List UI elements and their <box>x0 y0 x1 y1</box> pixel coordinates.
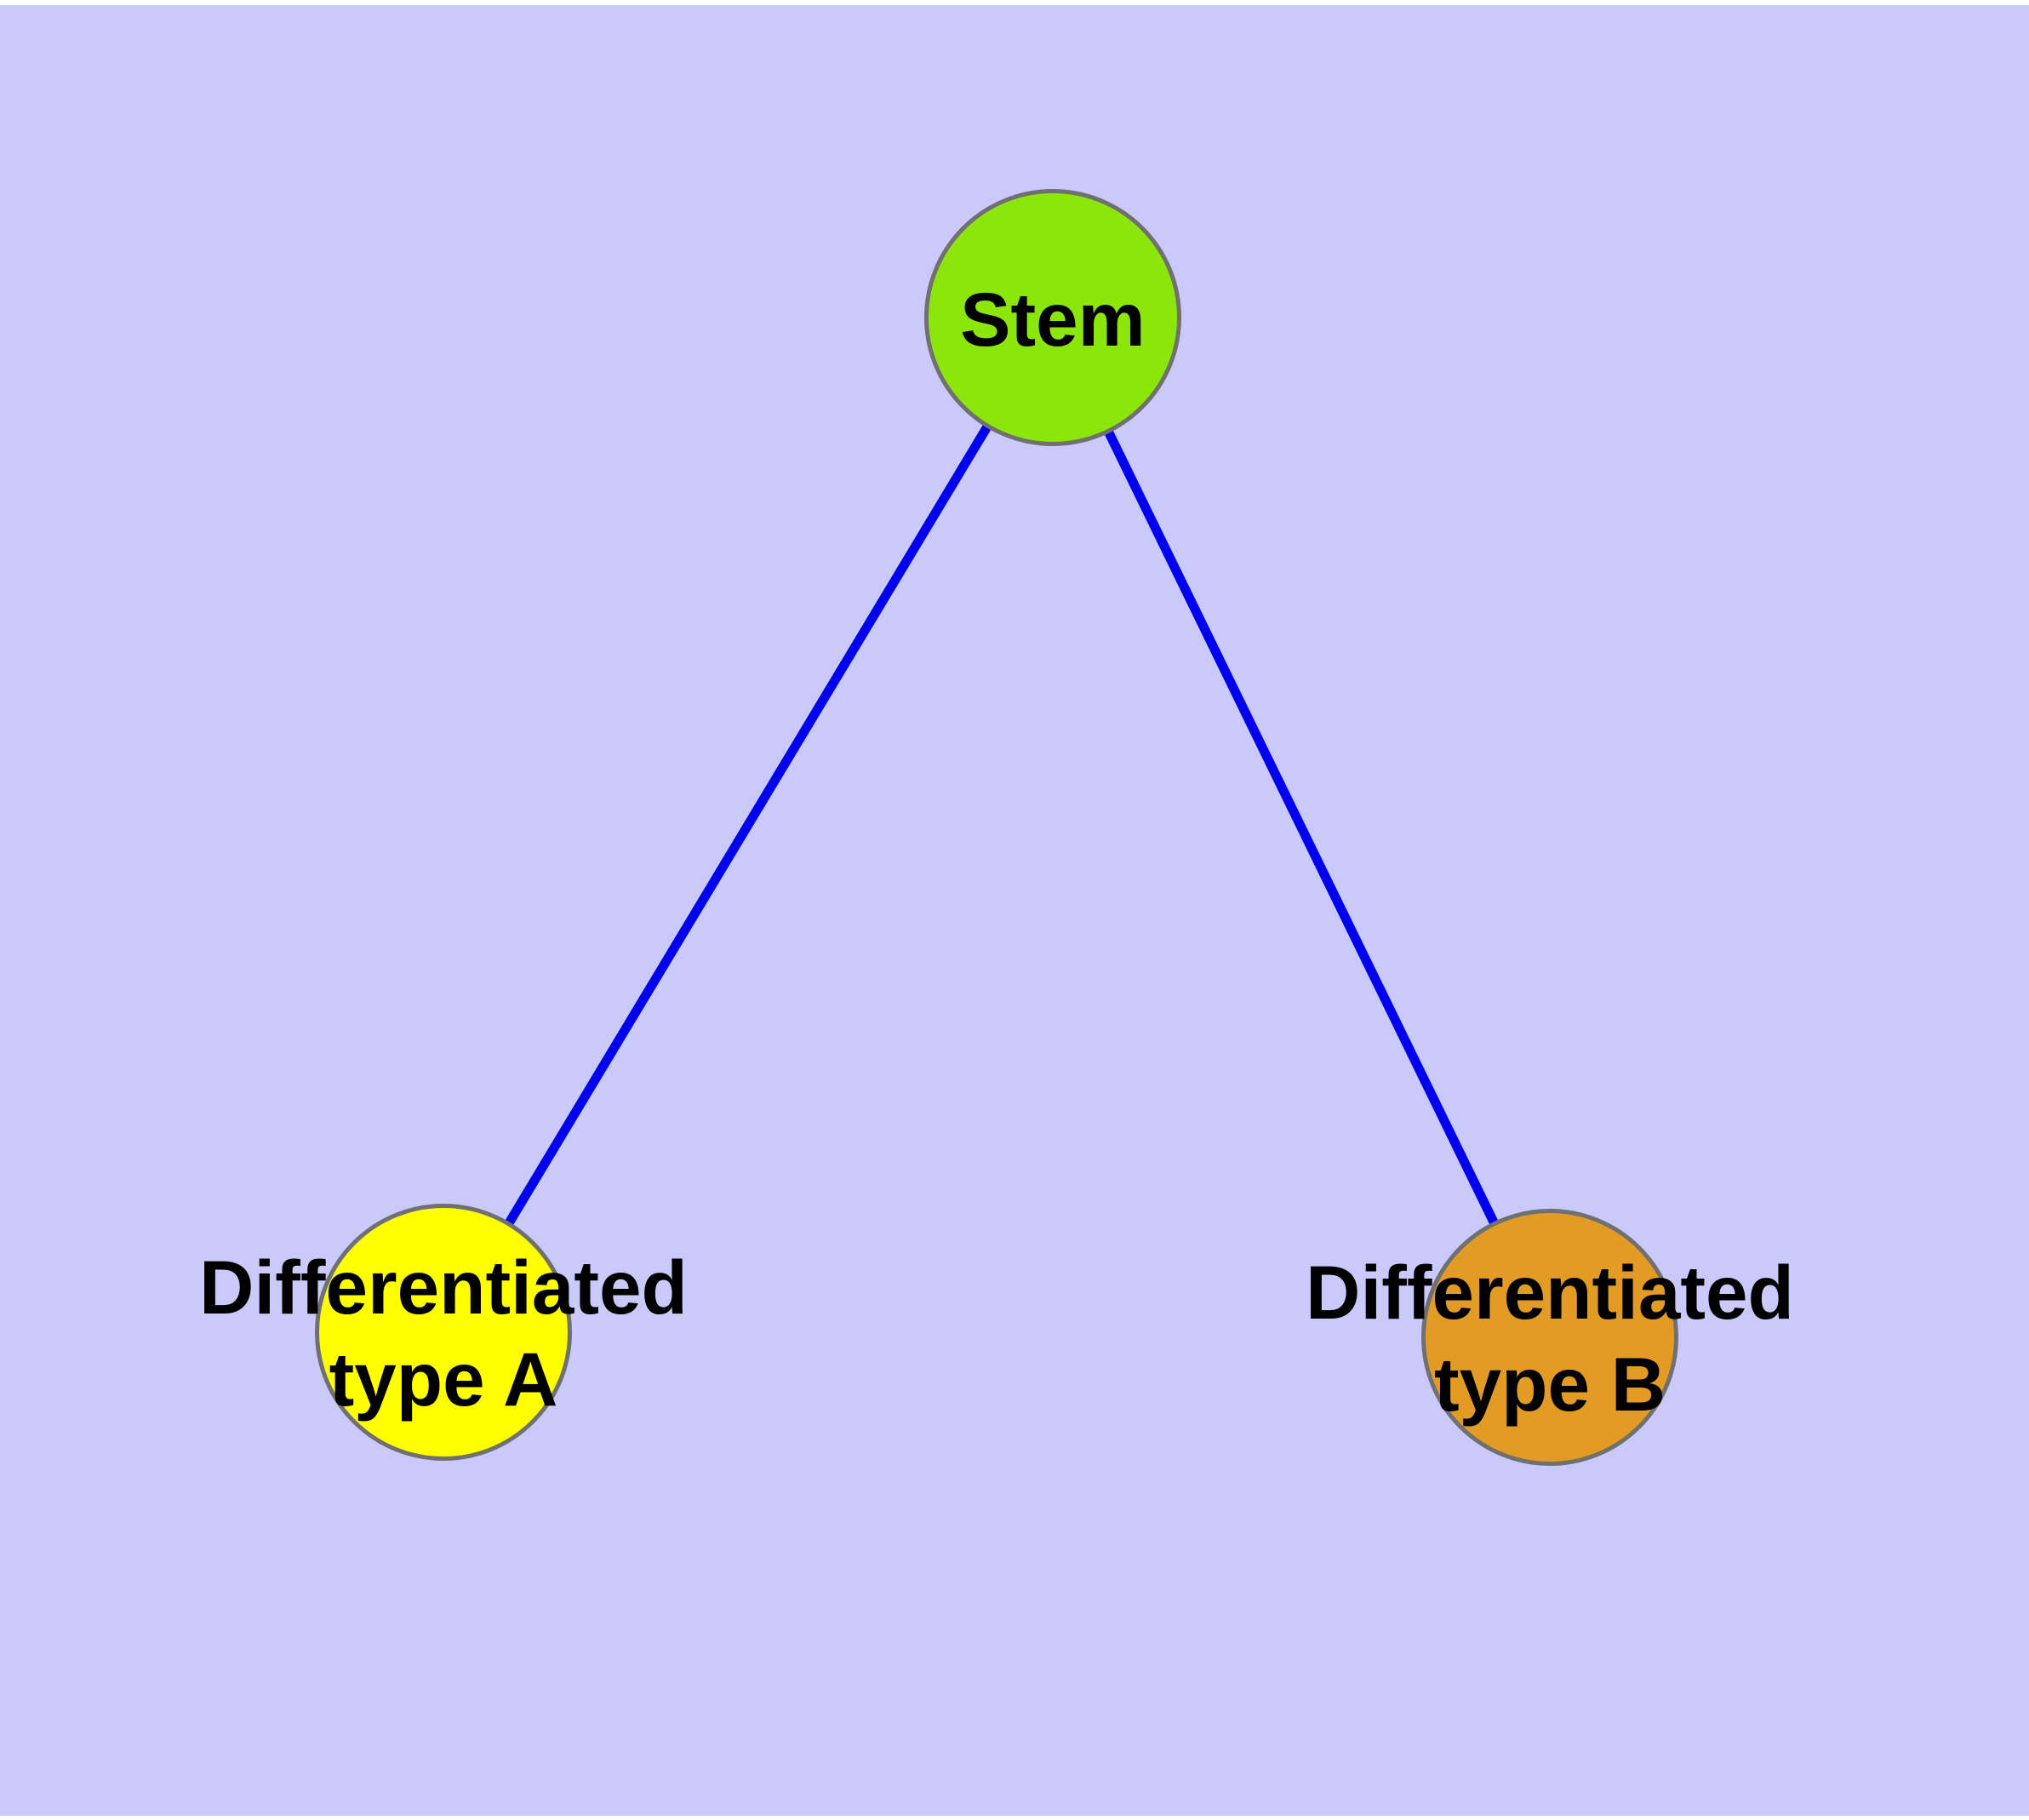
node-differentiated-type-a-circle[interactable] <box>315 1204 572 1461</box>
bottom-margin-strip <box>0 1816 2029 1820</box>
edge-stem-to-typeB[interactable] <box>1049 315 1554 1340</box>
edge-stem-to-typeA[interactable] <box>439 315 1057 1335</box>
top-margin-strip <box>0 0 2029 5</box>
node-differentiated-type-b-circle[interactable] <box>1421 1209 1678 1466</box>
node-stem-circle[interactable] <box>924 189 1181 446</box>
